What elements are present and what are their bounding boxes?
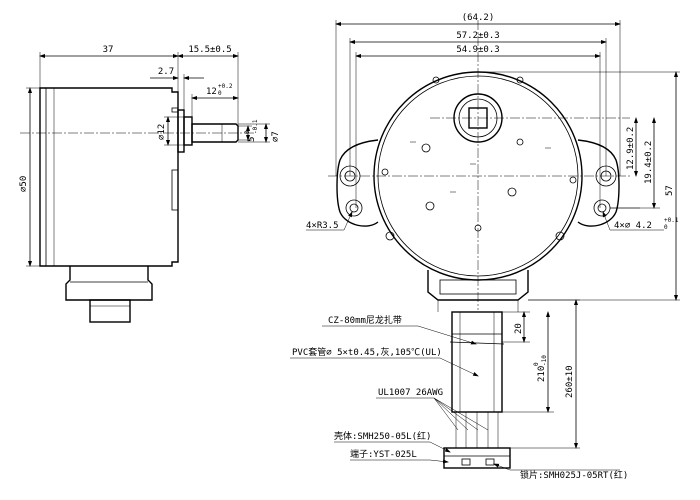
callout-housing: 壳体:SMH250-05L(红)	[334, 430, 431, 442]
dim-length: 37	[103, 45, 114, 55]
dim-overall-width: (64.2)	[462, 13, 495, 23]
dim-hole-span2: 54.9±0.3	[456, 45, 499, 55]
dim-shaft-len-tol2: 0	[218, 90, 222, 97]
callout-hole-dia: 4×∅ 4.2	[614, 221, 652, 231]
dim-shaft-len: 12	[206, 87, 217, 97]
dim-body-dia: ∅50	[19, 176, 29, 192]
dim-flat-tol2: -0.1	[252, 119, 259, 134]
side-connector	[65, 266, 153, 301]
dim-shaft-dia: ∅7	[271, 131, 281, 142]
dim-20: 20	[514, 323, 524, 334]
dim-260: 260±10	[565, 365, 575, 398]
callout-lock: 锁片:SMH025J-05RT(红)	[520, 469, 628, 481]
dim-height: 57	[665, 185, 675, 196]
dim-shaft-total: 15.5±0.5	[188, 45, 231, 55]
dim-offset1: 12.9±0.2	[626, 127, 636, 170]
dim-flange: 2.7	[158, 67, 174, 77]
callout-hole-tol: +0.1	[664, 217, 679, 224]
dim-210-tol: 0	[533, 362, 540, 366]
side-body-outline	[39, 87, 179, 267]
callout-radius: 4×R3.5	[306, 221, 339, 231]
callout-wire: UL1007 26AWG	[378, 388, 443, 398]
callout-cable-tie: CZ-80mm尼龙扎带	[328, 314, 402, 326]
side-hub	[183, 116, 193, 146]
dim-210: 210	[537, 366, 547, 382]
side-flange	[177, 109, 185, 153]
callout-sleeve: PVC套管∅ 5×t0.45,灰,105℃(UL)	[292, 346, 442, 358]
dim-210-tol2: -10	[541, 355, 548, 366]
dim-hub-dia: ∅12	[157, 124, 167, 140]
side-view: 37 15.5±0.5 2.7 12 +0.2 0 ∅12 5 0 -0.1 ∅…	[19, 45, 281, 323]
connector-housing	[443, 447, 511, 469]
wire-bundle	[451, 311, 503, 413]
front-view: (64.2) 57.2±0.3 54.9±0.3 57 12.9±0.2 19.…	[306, 13, 680, 312]
callout-hole-tol2: 0	[664, 224, 668, 231]
dim-shaft-len-tol: +0.2	[218, 83, 233, 90]
front-ears	[336, 139, 620, 227]
callout-terminal: 端子:YST-025L	[350, 448, 417, 460]
lead-wire-assembly: 20 210 0 -10 260±10 CZ-80mm尼龙扎带 PVC套管∅ 5…	[290, 299, 628, 481]
dim-flat: 5	[247, 137, 257, 142]
dim-flat-tol: 0	[244, 130, 251, 134]
dim-offset2: 19.4±0.2	[644, 141, 654, 184]
dim-hole-span: 57.2±0.3	[456, 31, 499, 41]
